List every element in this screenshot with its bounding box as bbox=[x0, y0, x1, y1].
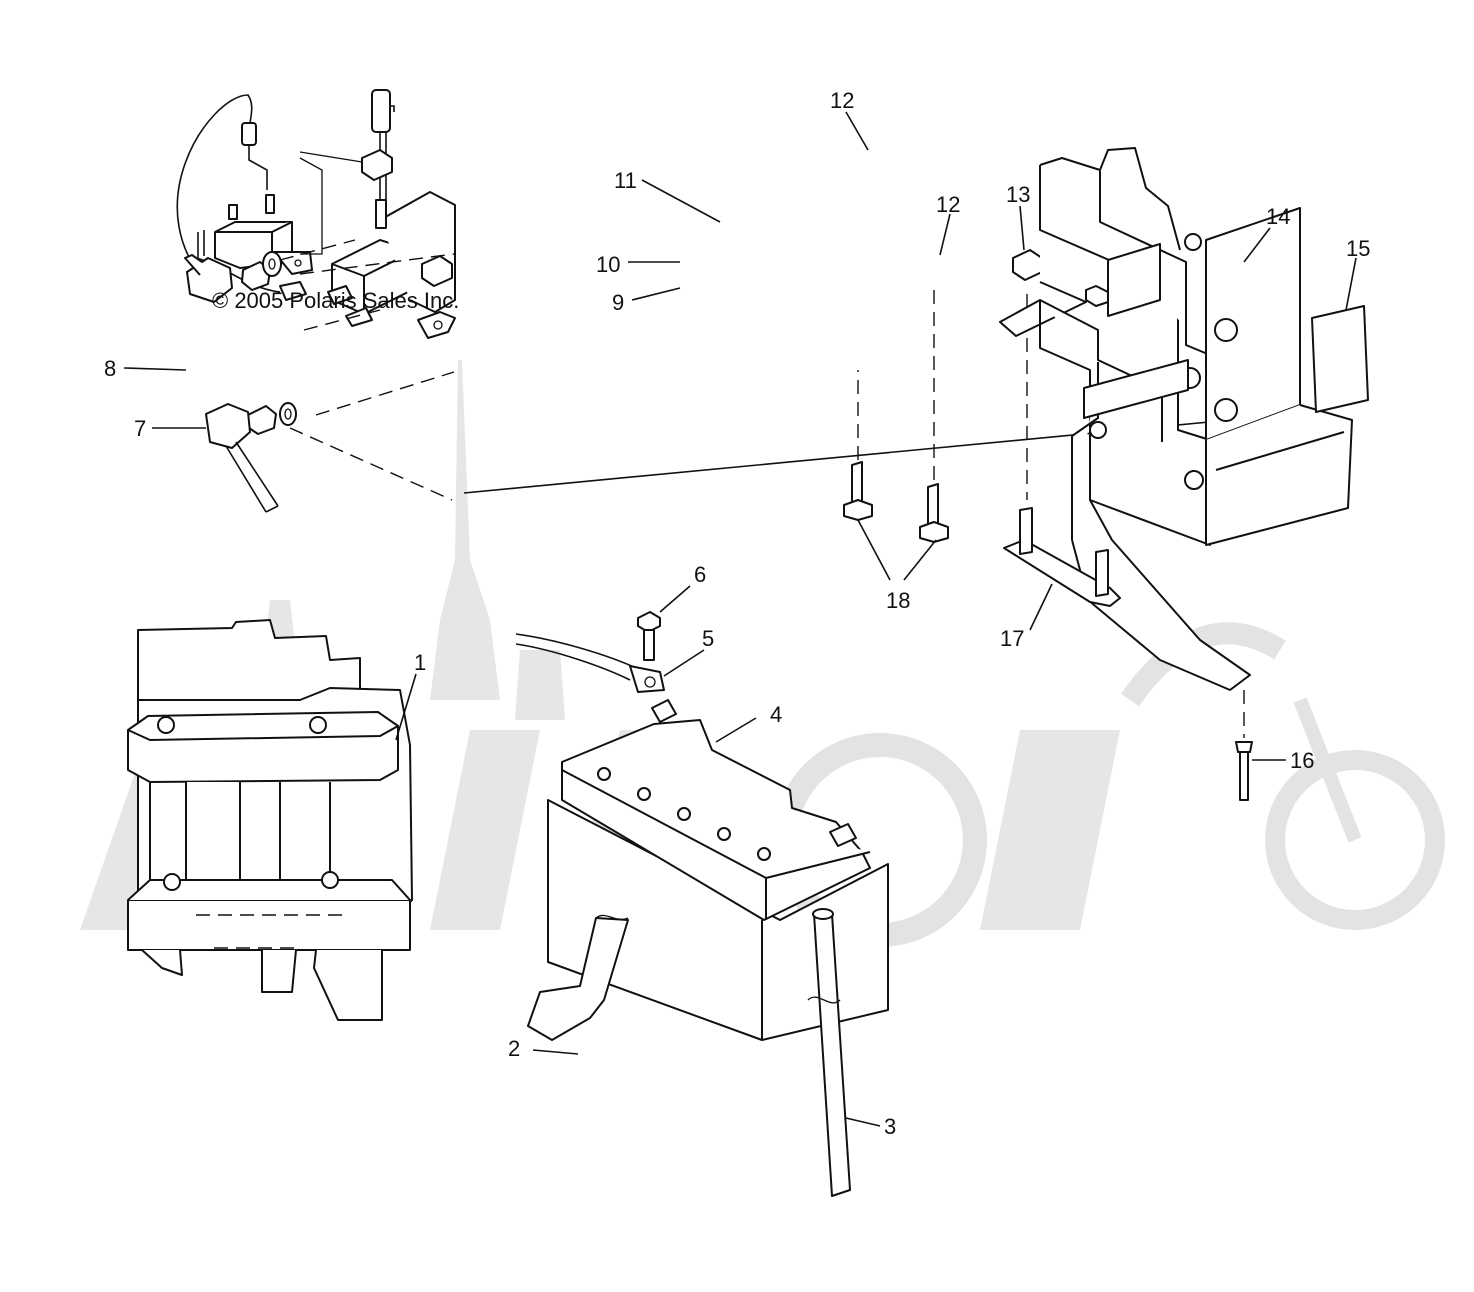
solenoid-hardware bbox=[241, 251, 297, 435]
battery-cable-5 bbox=[515, 633, 665, 693]
callout-2: 2 bbox=[508, 1036, 520, 1061]
copyright-notice: © 2005 Polaris Sales Inc. bbox=[212, 288, 460, 313]
decal-15 bbox=[1311, 305, 1369, 413]
callout-4: 4 bbox=[770, 702, 782, 727]
bolt-6 bbox=[637, 611, 661, 661]
callout-15: 15 bbox=[1346, 236, 1370, 261]
vent-tube-3 bbox=[807, 908, 851, 1197]
callout-16: 16 bbox=[1290, 748, 1314, 773]
callout-10: 10 bbox=[596, 252, 620, 277]
wire-harness bbox=[176, 94, 323, 301]
callout-8: 8 bbox=[104, 356, 116, 381]
callout-12b: 12 bbox=[936, 192, 960, 217]
callout-5: 5 bbox=[702, 626, 714, 651]
rivet-16 bbox=[1235, 741, 1253, 801]
terminal-boot-8 bbox=[184, 230, 233, 303]
terminal-boot-7 bbox=[205, 403, 279, 513]
callout-1: 1 bbox=[414, 650, 426, 675]
callout-6: 6 bbox=[694, 562, 706, 587]
mounting-bracket bbox=[999, 147, 1353, 691]
callout-13: 13 bbox=[1006, 182, 1030, 207]
callout-7: 7 bbox=[134, 416, 146, 441]
nut-12a bbox=[361, 149, 393, 181]
callout-labels: 1 2 3 4 5 6 7 8 9 10 11 12 12 13 14 15 1… bbox=[104, 88, 1370, 1139]
rubber-pad-17 bbox=[1003, 507, 1121, 607]
bolts-18 bbox=[843, 461, 949, 543]
callout-11: 11 bbox=[614, 168, 637, 193]
battery bbox=[547, 699, 889, 1041]
callout-3: 3 bbox=[884, 1114, 896, 1139]
callout-9: 9 bbox=[612, 290, 624, 315]
battery-holder bbox=[127, 619, 413, 1021]
leader-lines bbox=[123, 111, 1357, 1127]
callout-12a: 12 bbox=[830, 88, 854, 113]
callout-17: 17 bbox=[1000, 626, 1024, 651]
callout-14: 14 bbox=[1266, 204, 1290, 229]
nut-13 bbox=[1012, 249, 1043, 281]
battery-strap-2 bbox=[527, 914, 629, 1041]
callout-18: 18 bbox=[886, 588, 910, 613]
